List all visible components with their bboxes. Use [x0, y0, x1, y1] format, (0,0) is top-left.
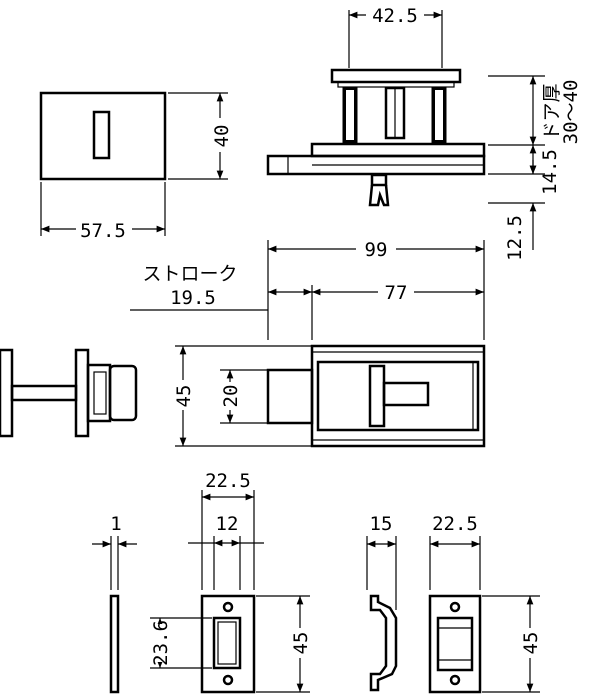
knob-base: [0, 348, 14, 438]
plate-height-label: 40: [211, 125, 233, 148]
overall-label: 99: [365, 239, 388, 261]
body-outline: [310, 344, 486, 448]
catch-profile: [369, 594, 398, 692]
top-cap: [330, 68, 462, 84]
knob-shaft: [10, 384, 78, 402]
top-width-label: 42.5: [372, 5, 418, 27]
catch-15-label: 15: [370, 513, 393, 535]
dim-14-5-label: 14.5: [539, 149, 561, 195]
strike-plate-edge: [109, 594, 120, 694]
strike-12-label: 12: [216, 513, 239, 535]
catch-45-label: 45: [520, 632, 542, 655]
knob-head: [108, 364, 138, 422]
door-thickness-range: 30～40: [560, 80, 582, 145]
strike-22-5-label: 22.5: [205, 470, 251, 492]
bolt: [266, 368, 314, 425]
strike-plate-front: [200, 594, 256, 694]
face-plate-slot: [92, 110, 111, 160]
bolt-tip: [368, 184, 390, 207]
body-45-label: 45: [173, 385, 195, 408]
stroke-value: 19.5: [170, 287, 216, 309]
catch-screw-hole-top: [449, 601, 461, 613]
thick-1-label: 1: [110, 513, 121, 535]
knob-profile-view: [0, 348, 138, 438]
strike-screw-hole-bottom: [222, 674, 234, 686]
slide-window: [382, 381, 430, 407]
base-plate: [310, 142, 486, 158]
bolt-20-label: 20: [220, 385, 242, 408]
door-thickness-label: ドア厚: [541, 83, 563, 140]
catch-front: [428, 594, 482, 694]
face-plate: [39, 91, 167, 181]
strike-45-label: 45: [290, 632, 312, 655]
strike-screw-hole-top: [222, 601, 234, 613]
strike-opening: [212, 616, 242, 670]
catch-screw-hole-bottom: [449, 674, 461, 686]
slide-knob: [368, 364, 386, 428]
body-top-view: 45 20: [172, 344, 486, 448]
strike-23-6-label: 23.6: [150, 620, 172, 666]
catch-views: 15 22.5 45: [366, 513, 542, 694]
catch-22-5-label: 22.5: [432, 513, 478, 535]
dim-12-5-label: 12.5: [504, 215, 526, 261]
body-77-label: 77: [385, 282, 408, 304]
face-plate-view: 40 57.5: [39, 91, 233, 242]
strike-plate-views: 1 22.5 12 23.6 45: [92, 470, 312, 694]
middle-dimensions: 99 77 ストローク 19.5: [130, 238, 485, 340]
side-view: 42.5 ドア厚 30～40 14.5 12.5: [266, 4, 582, 261]
stroke-label: ストローク: [142, 263, 237, 285]
plate-width-label: 57.5: [80, 220, 126, 242]
